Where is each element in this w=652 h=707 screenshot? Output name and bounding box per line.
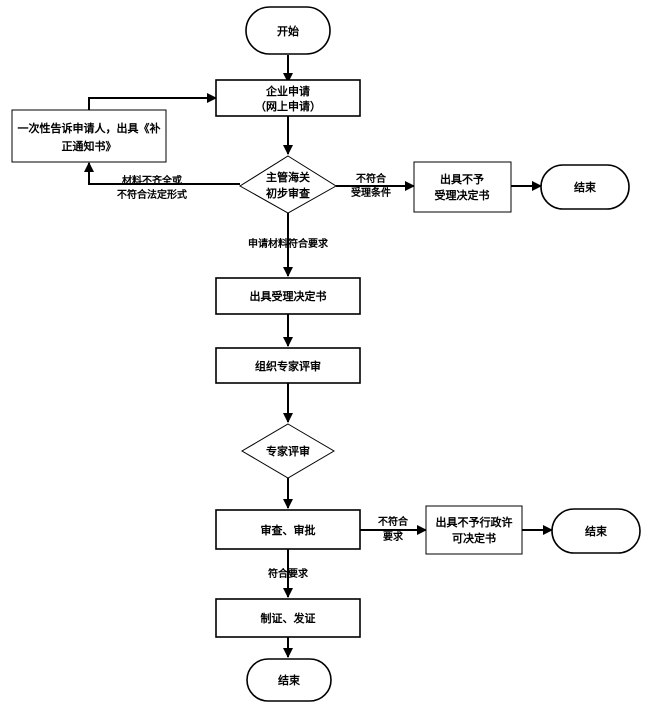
label-incomplete-line2: 不符合法定形式 [117,188,187,201]
apply-node: 企业申请 （网上申请） [215,79,361,117]
end-bottom-text: 结束 [277,673,301,687]
notify-text-line1: 一次性告诉申请人，出具《补 [18,121,161,135]
issue-node: 制证、发证 [215,598,361,638]
deny-text-line1: 出具不予行政许 [436,515,513,529]
apply-text-line2: （网上申请） [255,99,321,113]
end-top-node: 结束 [540,164,630,210]
accept-text: 出具受理决定书 [250,289,327,303]
organize-node: 组织专家评审 [215,347,361,384]
label-fail-line1: 不符合 [378,515,409,528]
end-middle-node: 结束 [551,508,641,554]
end-middle-text: 结束 [584,524,608,538]
start-text: 开始 [277,24,299,38]
expert-diamond: 专家评审 [241,423,335,479]
notify-node: 一次性告诉申请人，出具《补 正通知书》 [11,109,167,163]
deny-text-line2: 可决定书 [452,531,496,545]
end-top-text: 结束 [573,180,597,194]
label-incomplete-line1: 材料不齐全或 [122,174,182,187]
notify-text-line2: 正通知书》 [62,139,117,153]
review-diamond: 主管海关 初步审查 [239,155,337,214]
issue-text: 制证、发证 [261,611,316,625]
label-not-meet-line2: 受理条件 [351,186,391,199]
approve-node: 审查、审批 [215,509,361,550]
reject-text-line1: 出具不予 [440,172,484,186]
label-pass: 符合要求 [268,567,309,580]
organize-text: 组织专家评审 [255,359,321,373]
approve-text: 审查、审批 [261,523,316,537]
review-text-line2: 初步审查 [266,186,310,200]
accept-node: 出具受理决定书 [215,277,361,315]
arrow-review-to-notify [84,162,240,185]
review-text-line1: 主管海关 [266,170,310,184]
deny-node: 出具不予行政许 可决定书 [425,505,523,555]
expert-text: 专家评审 [266,444,310,458]
start-node: 开始 [245,6,331,55]
label-fail-line2: 要求 [383,530,404,543]
label-not-meet-line1: 不符合 [356,172,387,185]
apply-text-line1: 企业申请 [265,84,310,98]
end-bottom-node: 结束 [246,658,332,702]
label-meets: 申请材料符合要求 [248,237,329,250]
reject-node: 出具不予 受理决定书 [413,161,512,213]
reject-text-line2: 受理决定书 [435,188,490,202]
